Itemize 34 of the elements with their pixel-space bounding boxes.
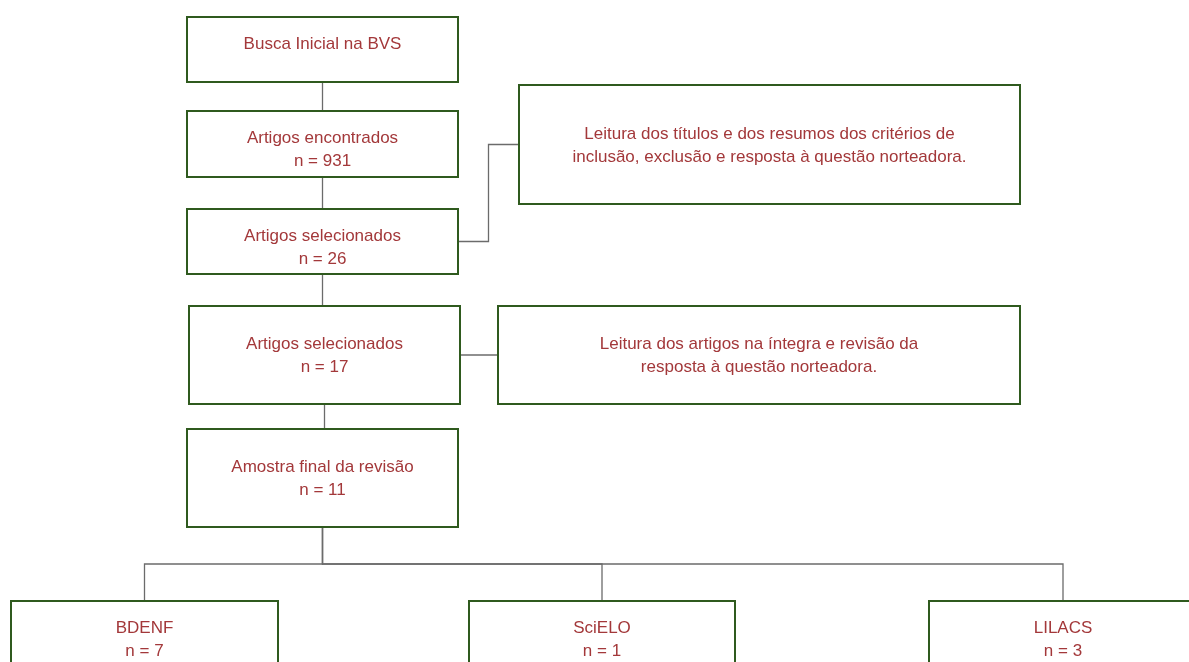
process-box: [497, 305, 1021, 405]
box-text: LILACS: [1033, 617, 1093, 639]
connector-line: [458, 143, 519, 243]
process-box: [186, 208, 459, 275]
box-text: n = 1: [582, 640, 622, 662]
box-text: n = 3: [1043, 640, 1083, 662]
process-box: [468, 600, 736, 662]
box-text: Leitura dos artigos na íntegra e revisão da resposta à questão norteadora.: [598, 333, 920, 378]
box-text: n = 7: [125, 640, 164, 662]
box-text: Artigos selecionados: [246, 333, 403, 355]
process-box: [186, 16, 459, 83]
box-text: BDENF: [115, 617, 174, 639]
box-text: n = 11: [299, 479, 346, 501]
process-box: [186, 110, 459, 178]
process-box: [518, 84, 1021, 205]
box-text: n = 17: [300, 356, 349, 378]
box-text: Artigos encontrados: [246, 127, 399, 149]
process-box: [928, 600, 1189, 662]
connector-line: [321, 82, 324, 111]
process-box: [10, 600, 279, 662]
box-text: Artigos selecionados: [244, 225, 401, 247]
box-text: n = 931: [293, 150, 352, 172]
connector-line: [321, 177, 324, 209]
box-text: Leitura dos títulos e dos resumos dos critérios de inclusão, exclusão e resposta à questão norteadora.: [571, 122, 968, 168]
box-text: Amostra final da revisão: [231, 456, 414, 478]
connector-line: [321, 527, 1064, 601]
process-box: [188, 305, 461, 405]
process-box: [186, 428, 459, 528]
connector-line: [323, 404, 326, 429]
connector-line: [460, 354, 498, 356]
connector-line: [321, 274, 324, 306]
box-text: Busca Inicial na BVS: [243, 33, 402, 55]
box-text: SciELO: [573, 617, 631, 639]
box-text: n = 26: [298, 248, 347, 270]
